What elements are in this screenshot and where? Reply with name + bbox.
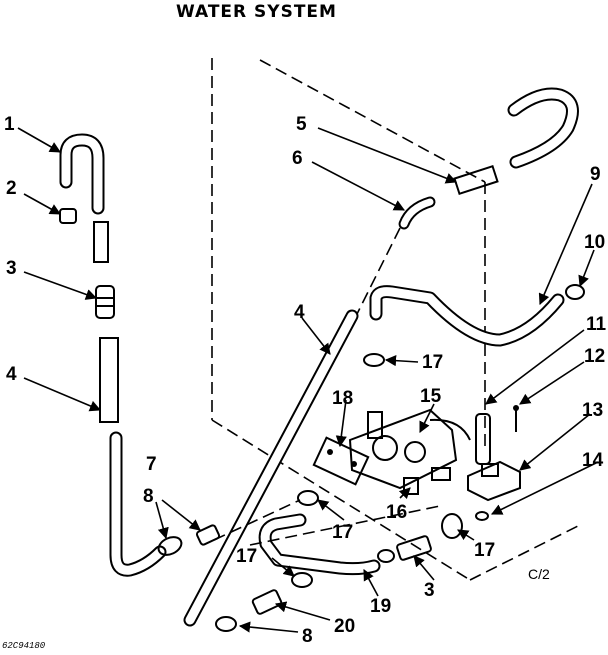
- lower-fittings: [213, 490, 463, 632]
- part-4-tube-diagonal: [183, 309, 359, 627]
- part-5-tube: [453, 164, 499, 196]
- part-7-fitting: [195, 524, 221, 546]
- callout-17b: 17: [332, 522, 353, 543]
- part-13-bracket: [467, 460, 521, 502]
- part-11-tube: [475, 413, 491, 465]
- callout-labels: 1 2 3 4 5 6 4 7 8 9 10 11 12 13 14 15 16…: [4, 114, 607, 647]
- part-17-washer-top: [363, 353, 385, 367]
- callout-17d: 17: [474, 540, 495, 561]
- callout-1: 1: [4, 114, 15, 135]
- callout-9: 9: [590, 164, 601, 185]
- callout-17c: 17: [236, 546, 257, 567]
- callout-19: 19: [370, 596, 391, 617]
- part-2-cap: [59, 208, 77, 224]
- callout-10: 10: [584, 232, 605, 253]
- short-tube: [93, 221, 109, 263]
- callout-3: 3: [6, 258, 17, 279]
- guide-line: [355, 227, 401, 317]
- callout-14: 14: [582, 450, 604, 471]
- callout-7: 7: [146, 454, 157, 475]
- callout-2: 2: [6, 178, 17, 199]
- part-6-elbow: [398, 196, 436, 230]
- callout-3b: 3: [424, 580, 435, 601]
- lower-left-tube: [109, 431, 167, 577]
- callout-12: 12: [584, 346, 605, 367]
- footer-code: 62C94180: [2, 641, 46, 651]
- callout-16: 16: [386, 502, 407, 523]
- callout-8b: 8: [302, 626, 313, 647]
- part-9-tube: [369, 285, 565, 347]
- part-10-clamp: [565, 284, 585, 300]
- callout-15: 15: [420, 386, 442, 407]
- cabinet-outline: [211, 58, 579, 581]
- part-4-tube-left: [99, 337, 119, 423]
- part-12-screw: [513, 405, 519, 432]
- callout-20: 20: [334, 616, 355, 637]
- part-14-washer: [475, 511, 489, 521]
- callout-11: 11: [586, 314, 607, 335]
- callout-13: 13: [582, 400, 603, 421]
- callout-6: 6: [292, 148, 303, 169]
- callout-18: 18: [332, 388, 353, 409]
- part-3-connector: [95, 285, 115, 319]
- callout-17a: 17: [422, 352, 443, 373]
- leader-lines: [17, 127, 599, 633]
- valve-assembly: [312, 408, 471, 495]
- callout-8: 8: [143, 486, 154, 507]
- top-right-curve-tube: [507, 87, 579, 169]
- model-code: C/2: [528, 566, 550, 582]
- page-title: WATER SYSTEM: [176, 2, 337, 22]
- callout-4b: 4: [294, 302, 305, 323]
- callout-4: 4: [6, 364, 17, 385]
- callout-5: 5: [296, 114, 307, 135]
- part-1-u-tube: [59, 133, 105, 215]
